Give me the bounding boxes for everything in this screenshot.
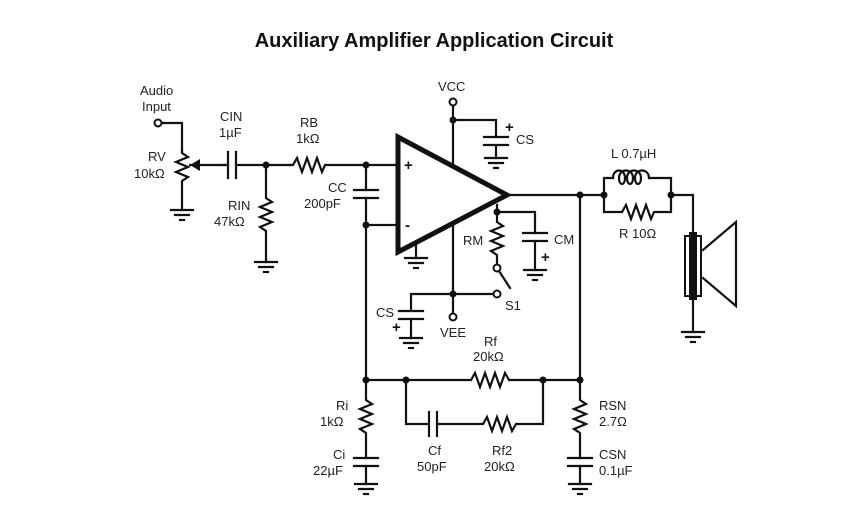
cc-name: CC — [328, 180, 347, 195]
vcc-label: VCC — [438, 79, 465, 94]
resistor-rb — [288, 154, 398, 176]
resistor-rin — [257, 163, 275, 264]
resistor-rm — [488, 203, 506, 265]
rv-name: RV — [148, 149, 166, 164]
cs-top-plus: + — [505, 119, 514, 136]
resistor-ri — [357, 378, 375, 460]
audio-input-terminal — [153, 118, 184, 152]
ci-name: Ci — [333, 447, 345, 462]
capacitor-cc — [352, 163, 380, 382]
cs-bottom-label: CS — [376, 305, 394, 320]
rin-name: RIN — [228, 198, 250, 213]
inductor-label: L 0.7µH — [611, 146, 656, 161]
rv-value: 10kΩ — [134, 166, 165, 181]
cf-value: 50pF — [417, 459, 447, 474]
ci-value: 22µF — [313, 463, 343, 478]
ri-name: Ri — [336, 398, 348, 413]
capacitor-ci — [352, 456, 380, 496]
speaker-icon — [684, 219, 738, 309]
ground-icon — [680, 330, 706, 344]
rf2-value: 20kΩ — [484, 459, 515, 474]
potentiometer-rv — [173, 148, 227, 212]
cm-label: CM — [554, 232, 574, 247]
inverting-input-label: - — [405, 217, 410, 234]
rf-value: 20kΩ — [473, 349, 504, 364]
capacitor-cin — [220, 150, 292, 180]
cin-value: 1µF — [219, 125, 242, 140]
resistor-r — [602, 193, 673, 223]
csn-value: 0.1µF — [599, 463, 633, 478]
resistor-rsn — [571, 378, 589, 460]
rin-value: 47kΩ — [214, 214, 245, 229]
inductor-l — [602, 169, 673, 197]
rb-name: RB — [300, 115, 318, 130]
capacitor-csn — [566, 456, 594, 496]
audio-input-label-2: Input — [142, 99, 171, 114]
audio-input-label: Audio — [140, 83, 173, 98]
capacitor-cs-top — [451, 118, 510, 170]
s1-label: S1 — [505, 298, 521, 313]
rm-label: RM — [463, 233, 483, 248]
resistor-rf2 — [435, 378, 545, 435]
diagram-title: Auxiliary Amplifier Application Circuit — [254, 30, 614, 52]
non-inverting-input-label: + — [404, 157, 413, 174]
cf-name: Cf — [428, 443, 441, 458]
ground-icon — [403, 242, 429, 270]
vcc-terminal — [448, 97, 458, 107]
cm-plus: + — [541, 249, 550, 266]
capacitor-cm — [495, 210, 549, 282]
rb-value: 1kΩ — [296, 131, 320, 146]
resistor-r-label: R 10Ω — [619, 226, 656, 241]
ground-icon — [253, 260, 279, 274]
rsn-name: RSN — [599, 398, 626, 413]
cin-name: CIN — [220, 109, 242, 124]
rf2-name: Rf2 — [492, 443, 512, 458]
vee-terminal — [448, 312, 458, 322]
resistor-rf — [469, 369, 511, 391]
vee-label: VEE — [440, 325, 466, 340]
ri-value: 1kΩ — [320, 414, 344, 429]
capacitor-cs-bottom — [397, 292, 455, 350]
s1-terminal — [492, 289, 502, 299]
rsn-value: 2.7Ω — [599, 414, 627, 429]
cs-bottom-plus: + — [392, 319, 401, 336]
csn-name: CSN — [599, 447, 626, 462]
capacitor-cf — [404, 378, 439, 438]
ground-icon — [169, 208, 195, 222]
switch-s1 — [497, 269, 512, 290]
cs-top-label: CS — [516, 132, 534, 147]
cc-value: 200pF — [304, 196, 341, 211]
rf-name: Rf — [484, 334, 497, 349]
